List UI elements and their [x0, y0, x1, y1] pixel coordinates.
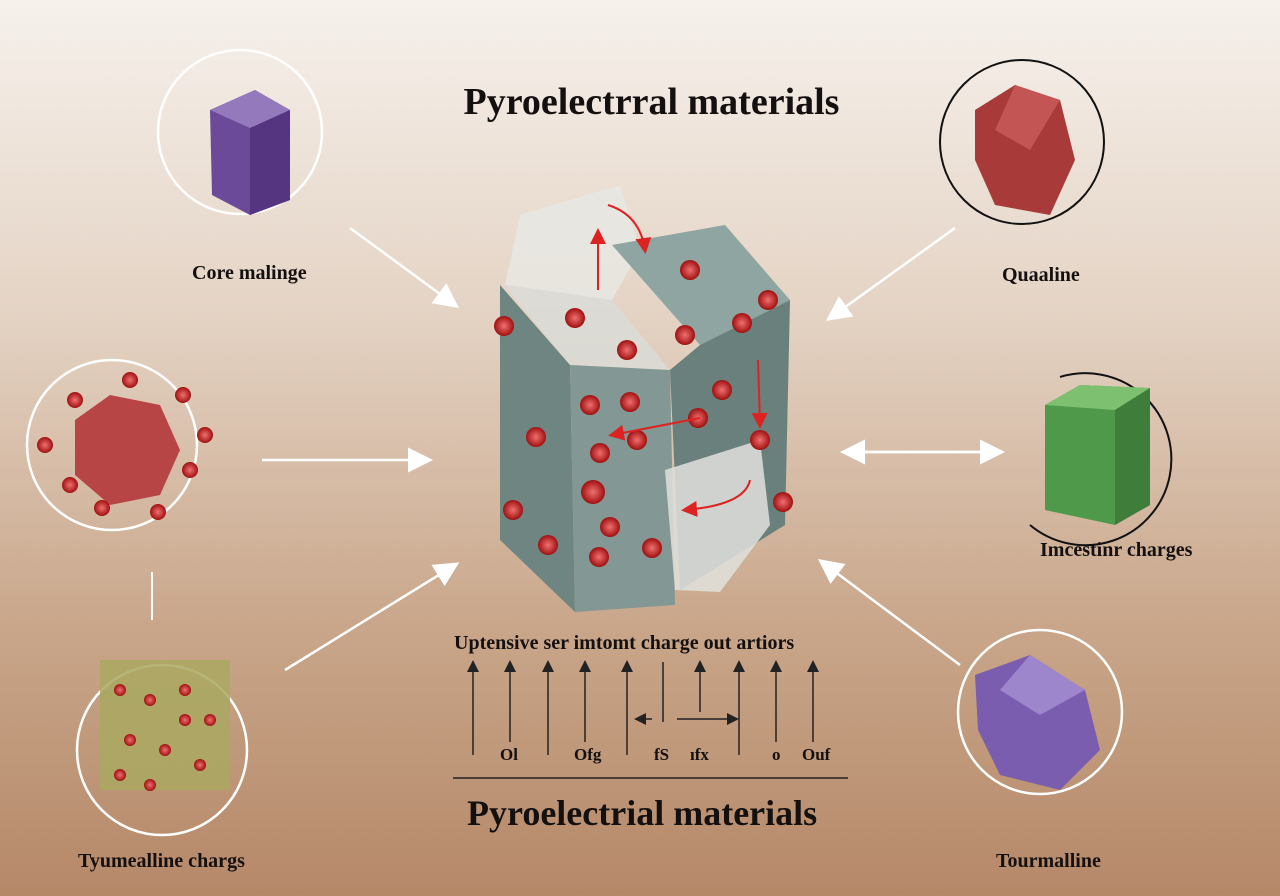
- title-top: Pyroelectrral materials: [463, 81, 840, 123]
- circle-quaaline: [939, 59, 1105, 225]
- axis-label: fS: [654, 745, 670, 764]
- circle-tourmalline: [956, 628, 1124, 796]
- axis-label: Ol: [500, 745, 518, 764]
- circle-imcestinr-charges: [1029, 372, 1173, 547]
- axis-label: o: [772, 745, 781, 764]
- axis-label: Ofg: [574, 745, 602, 764]
- label-core-malinge: Core malinge: [192, 262, 307, 284]
- label-tyumealline: Tyumealline chargs: [78, 850, 245, 872]
- axis-label: Ouf: [802, 745, 831, 764]
- charge-axis-arrows: [453, 660, 848, 779]
- circle-core-malinge: [156, 48, 324, 216]
- label-tourmalline: Tourmalline: [996, 850, 1101, 872]
- axis-label: ıfx: [690, 745, 709, 764]
- title-bottom: Pyroelectrial materials: [467, 793, 818, 833]
- caption: Uptensive ser imtomt charge out artiors: [454, 632, 795, 654]
- label-imcestinr-charges: Imcestinr charges: [1040, 539, 1193, 561]
- central-crystal: [494, 185, 793, 612]
- label-quaaline: Quaaline: [1002, 264, 1080, 286]
- circle-charge-cluster: [25, 358, 213, 532]
- circle-tyumealline: [75, 660, 249, 837]
- flow-arrows: [262, 226, 1005, 672]
